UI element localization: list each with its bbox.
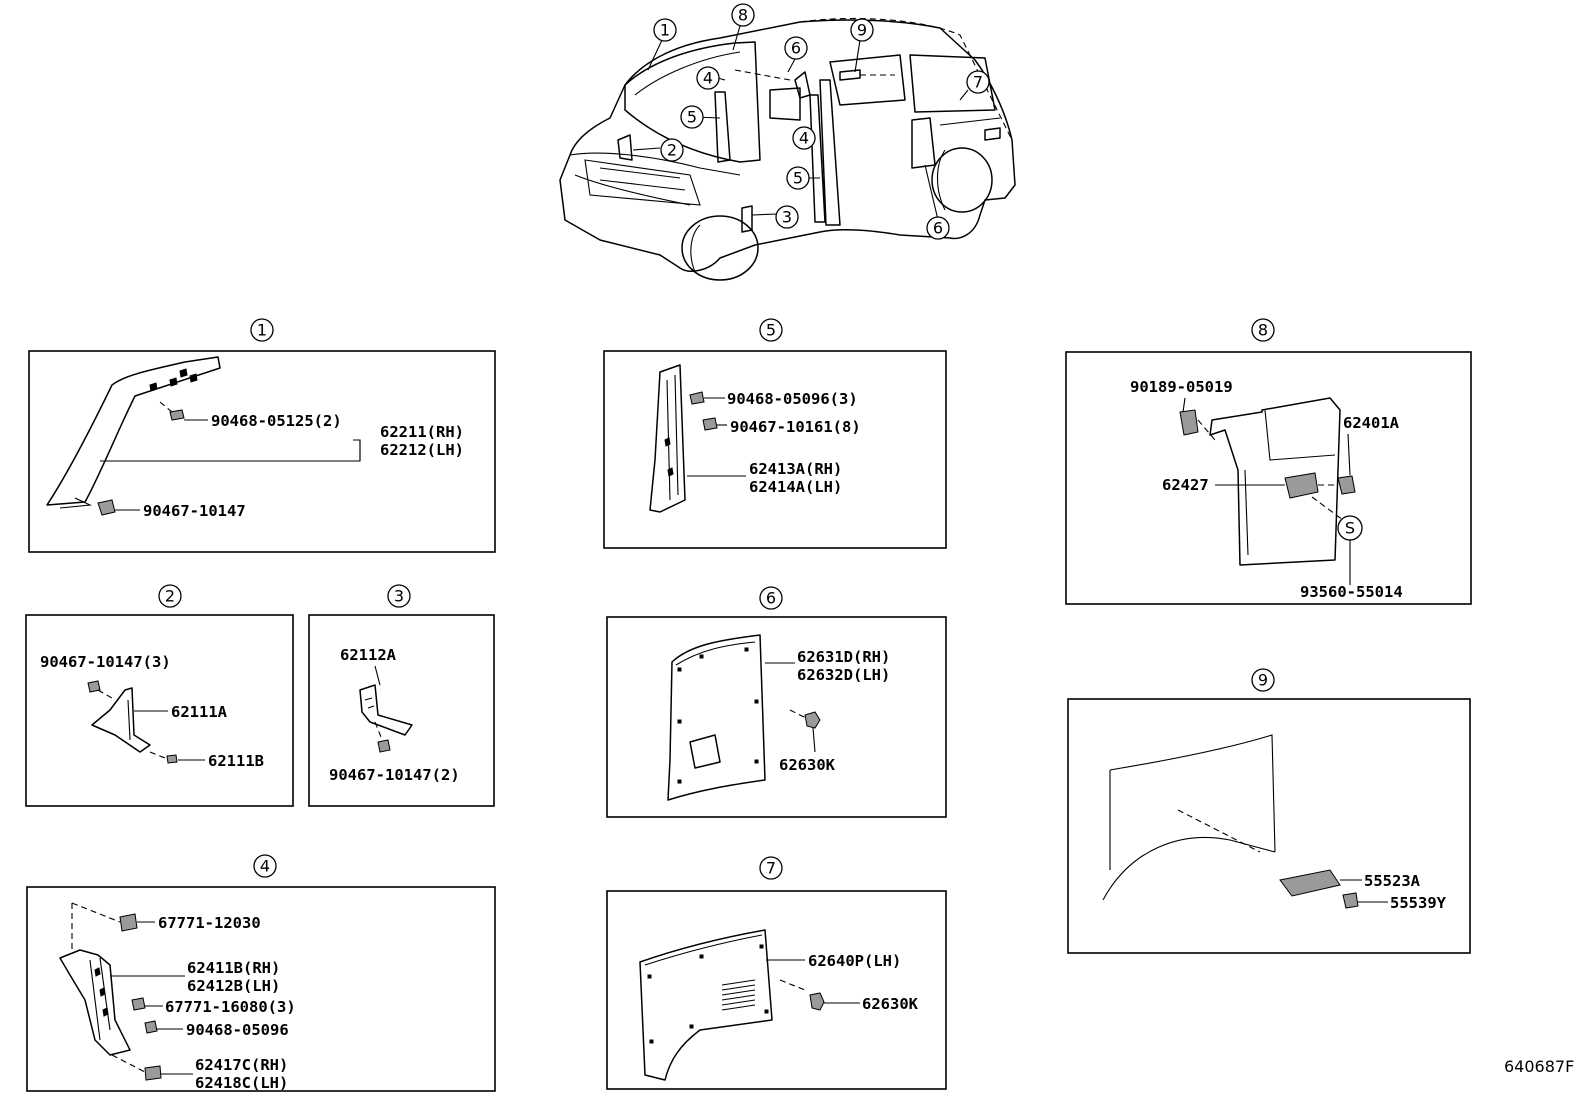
label-62427: 62427 <box>1162 476 1209 494</box>
label-62401a: 62401A <box>1343 414 1400 432</box>
callout-9: 9 <box>857 21 867 40</box>
label-90467-10147-3: 90467-10147(3) <box>40 653 171 671</box>
panel-3-number: 3 <box>394 587 404 606</box>
label-90467-10161-8: 90467-10161(8) <box>730 418 861 436</box>
label-62412b-lh: 62412B(LH) <box>187 977 280 995</box>
label-62413a-rh: 62413A(RH) <box>749 460 842 478</box>
callout-2: 2 <box>667 141 677 160</box>
label-62111a: 62111A <box>171 703 228 721</box>
panel-4-number: 4 <box>260 857 270 876</box>
label-62640p-lh: 62640P(LH) <box>808 952 901 970</box>
panel-9: 9 55523A 55539Y <box>1067 668 1471 954</box>
label-55523a: 55523A <box>1364 872 1421 890</box>
callout-5a: 5 <box>687 108 697 127</box>
label-93560-55014: 93560-55014 <box>1300 583 1403 601</box>
diagram-code: 640687F <box>1504 1057 1574 1076</box>
label-62417c-rh: 62417C(RH) <box>195 1056 288 1074</box>
callout-7: 7 <box>973 73 983 92</box>
label-s-symbol: S <box>1345 519 1355 538</box>
label-55539y: 55539Y <box>1390 894 1447 912</box>
label-90467-10147: 90467-10147 <box>143 502 246 520</box>
panel-7: 7 62640P(LH) 62630K <box>606 856 947 1090</box>
label-62630k-a: 62630K <box>779 756 836 774</box>
panel-1-number: 1 <box>257 321 267 340</box>
panel-4: 4 67771-12030 62411B(RH) 62412B(LH) 6777… <box>26 854 496 1092</box>
callout-5b: 5 <box>793 169 803 188</box>
callout-4a: 4 <box>703 69 713 88</box>
label-90468-05096-3: 90468-05096(3) <box>727 390 858 408</box>
label-62211-rh: 62211(RH) <box>380 423 464 441</box>
callout-3: 3 <box>782 208 792 227</box>
label-90189-05019: 90189-05019 <box>1130 378 1233 396</box>
label-62212-lh: 62212(LH) <box>380 441 464 459</box>
label-62111b: 62111B <box>208 752 264 770</box>
label-67771-12030: 67771-12030 <box>158 914 261 932</box>
label-62411b-rh: 62411B(RH) <box>187 959 280 977</box>
label-90467-10147-2: 90467-10147(2) <box>329 766 460 784</box>
panel-5-number: 5 <box>766 321 776 340</box>
label-62631d-rh: 62631D(RH) <box>797 648 890 666</box>
callout-6a: 6 <box>791 39 801 58</box>
label-62414a-lh: 62414A(LH) <box>749 478 842 496</box>
panel-7-number: 7 <box>766 859 776 878</box>
panel-1: 1 90468-05125(2) 62211(RH) 62212(LH) 904… <box>28 318 496 553</box>
label-90468-05125-2: 90468-05125(2) <box>211 412 342 430</box>
label-90468-05096: 90468-05096 <box>186 1021 289 1039</box>
panel-8: 8 90189-05019 62401A 62427 S 93560-55014 <box>1065 318 1472 605</box>
label-62418c-lh: 62418C(LH) <box>195 1074 288 1092</box>
callout-8: 8 <box>738 6 748 25</box>
callout-1: 1 <box>660 21 670 40</box>
callout-4b: 4 <box>799 129 809 148</box>
overview-callouts: 1 8 9 6 4 7 5 2 4 5 3 6 <box>653 3 990 240</box>
panel-9-number: 9 <box>1258 671 1268 690</box>
label-67771-16080-3: 67771-16080(3) <box>165 998 296 1016</box>
panel-8-number: 8 <box>1258 321 1268 340</box>
label-62630k-b: 62630K <box>862 995 919 1013</box>
callout-6b: 6 <box>933 219 943 238</box>
panel-6: 6 62631D(RH) 62632D(LH) 62630K <box>606 586 947 818</box>
panel-3: 3 62112A 90467-10147(2) <box>308 584 495 807</box>
van-overview: 1 8 9 6 4 7 5 2 4 5 3 6 <box>559 3 1016 281</box>
panel-2: 2 90467-10147(3) 62111A 62111B <box>25 584 294 807</box>
label-62632d-lh: 62632D(LH) <box>797 666 890 684</box>
panel-2-number: 2 <box>165 587 175 606</box>
panel-6-number: 6 <box>766 589 776 608</box>
panel-5: 5 90468-05096(3) 90467-10161(8) 62413A(R… <box>603 318 947 549</box>
label-62112a: 62112A <box>340 646 397 664</box>
